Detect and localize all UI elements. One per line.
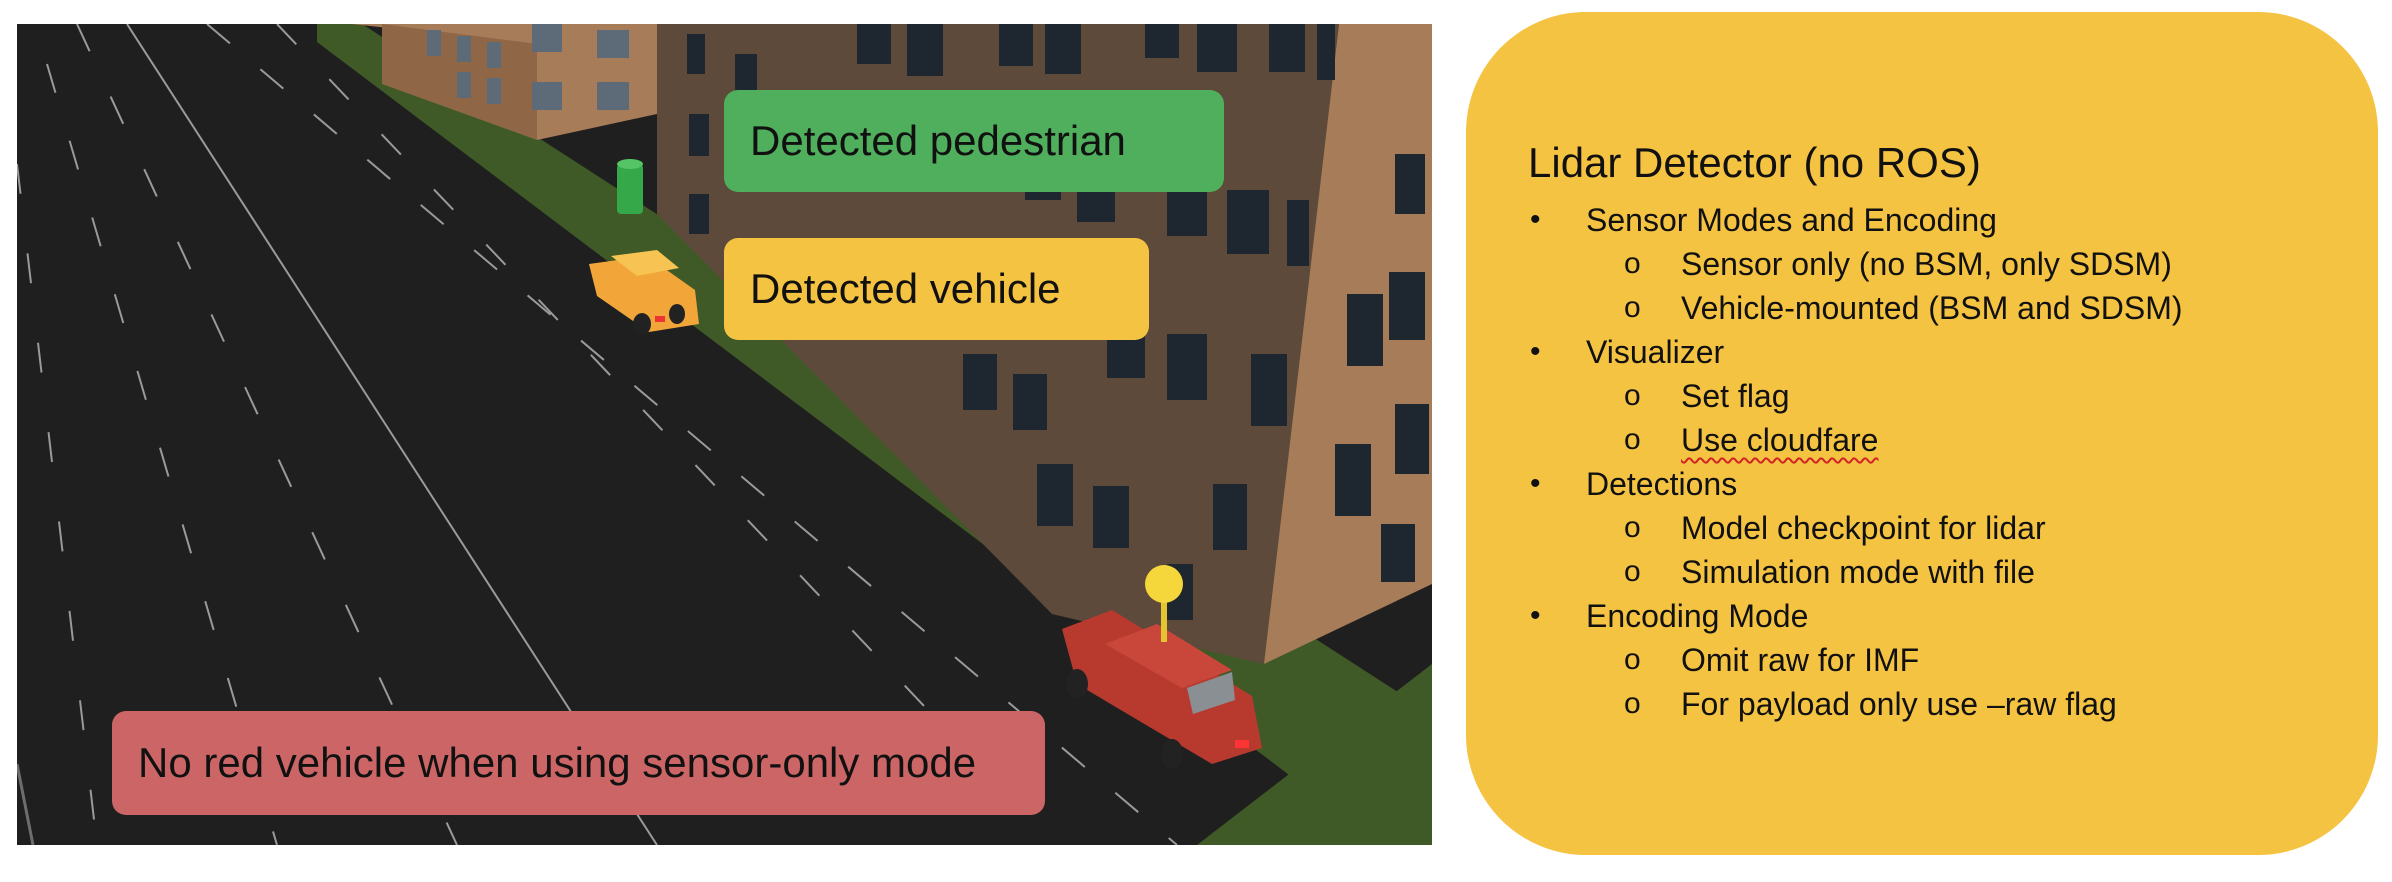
item-label: Vehicle-mounted (BSM and SDSM) bbox=[1681, 290, 2183, 326]
section-visualizer: • Visualizer bbox=[1528, 330, 2338, 374]
sub-bullet-icon: o bbox=[1624, 511, 1641, 544]
list-item: o For payload only use –raw flag bbox=[1528, 682, 2338, 726]
list-item: o Sensor only (no BSM, only SDSM) bbox=[1528, 242, 2338, 286]
bullet-icon: • bbox=[1530, 599, 1541, 632]
section-sensor-modes: • Sensor Modes and Encoding bbox=[1528, 198, 2338, 242]
sub-bullet-icon: o bbox=[1624, 555, 1641, 588]
item-label: Use cloudfare bbox=[1681, 422, 1879, 458]
item-label: Model checkpoint for lidar bbox=[1681, 510, 2046, 546]
item-label: Sensor only (no BSM, only SDSM) bbox=[1681, 246, 2172, 282]
bullet-icon: • bbox=[1530, 467, 1541, 500]
lane-markings bbox=[17, 24, 1178, 845]
sub-bullet-icon: o bbox=[1624, 687, 1641, 720]
list-item: o Set flag bbox=[1528, 374, 2338, 418]
list-item: o Simulation mode with file bbox=[1528, 550, 2338, 594]
list-item: o Model checkpoint for lidar bbox=[1528, 506, 2338, 550]
sub-bullet-icon: o bbox=[1624, 291, 1641, 324]
list-item: o Vehicle-mounted (BSM and SDSM) bbox=[1528, 286, 2338, 330]
section-list: • Sensor Modes and Encoding o Sensor onl… bbox=[1528, 198, 2338, 726]
section-detections: • Detections bbox=[1528, 462, 2338, 506]
list-item: o Use cloudfare bbox=[1528, 418, 2338, 462]
info-panel: Lidar Detector (no ROS) • Sensor Modes a… bbox=[1466, 12, 2378, 855]
grass-corner bbox=[1197, 664, 1432, 845]
bullet-icon: • bbox=[1530, 335, 1541, 368]
list-item: o Omit raw for IMF bbox=[1528, 638, 2338, 682]
bullet-icon: • bbox=[1530, 203, 1541, 236]
red-vehicle bbox=[1062, 565, 1262, 769]
road-edge bbox=[17, 763, 35, 845]
item-label: Set flag bbox=[1681, 378, 1790, 414]
item-label: Omit raw for IMF bbox=[1681, 642, 1920, 678]
panel-title: Lidar Detector (no ROS) bbox=[1528, 139, 1981, 186]
section-label: Encoding Mode bbox=[1586, 598, 1809, 634]
sub-bullet-icon: o bbox=[1624, 643, 1641, 676]
callout-detected-pedestrian: Detected pedestrian bbox=[724, 90, 1224, 192]
building-back bbox=[352, 24, 657, 140]
section-label: Visualizer bbox=[1586, 334, 1725, 370]
building-front-windows bbox=[1335, 154, 1429, 582]
section-encoding-mode: • Encoding Mode bbox=[1528, 594, 2338, 638]
item-label: For payload only use –raw flag bbox=[1681, 686, 2117, 722]
section-label: Detections bbox=[1586, 466, 1738, 502]
sub-bullet-icon: o bbox=[1624, 423, 1641, 456]
yellow-vehicle bbox=[589, 250, 699, 335]
callout-no-red-vehicle: No red vehicle when using sensor-only mo… bbox=[112, 711, 1045, 815]
sub-bullet-icon: o bbox=[1624, 247, 1641, 280]
simulation-scene: Detected pedestrian Detected vehicle No … bbox=[17, 24, 1432, 845]
section-label: Sensor Modes and Encoding bbox=[1586, 202, 1997, 238]
callout-detected-vehicle: Detected vehicle bbox=[724, 238, 1149, 340]
sub-bullet-icon: o bbox=[1624, 379, 1641, 412]
pedestrian-marker bbox=[617, 159, 643, 214]
item-label: Simulation mode with file bbox=[1681, 554, 2035, 590]
